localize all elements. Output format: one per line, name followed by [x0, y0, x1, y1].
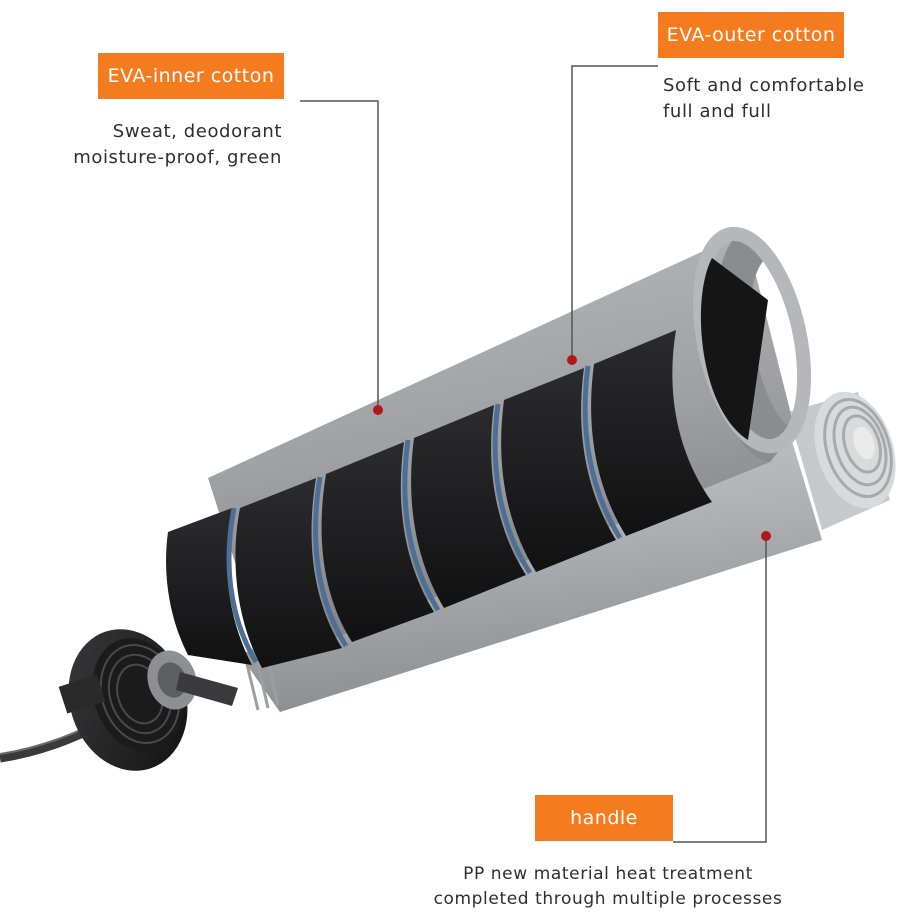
outer-cotton-description-line: Soft and comfortable [663, 75, 865, 96]
inner-cotton-leader [300, 100, 379, 410]
eva-inner-cotton-stripes [226, 365, 623, 664]
handle-description: PP new material heat treatment completed… [398, 862, 818, 912]
outer-cotton-label-text: EVA-outer cotton [666, 24, 836, 46]
inner-cotton-marker-dot [373, 405, 383, 415]
outer-cotton-description-line: full and full [663, 101, 772, 122]
handle-leader [673, 536, 767, 843]
handle-label-text: handle [570, 807, 638, 829]
outer-cotton-label: EVA-outer cotton [658, 12, 844, 58]
handle-description-line: completed through multiple processes [433, 889, 783, 909]
inner-cotton-label: EVA-inner cotton [98, 53, 284, 99]
outer-cotton-description: Soft and comfortable full and full [663, 73, 865, 125]
inner-cotton-description-line: Sweat, deodorant [112, 121, 282, 142]
handle-description-line: PP new material heat treatment [463, 864, 753, 884]
bearing-cap [58, 629, 238, 771]
handle-marker-dot [761, 531, 771, 541]
handle-label: handle [535, 795, 673, 841]
eva-inner-foam-segments [166, 330, 712, 668]
outer-cotton-marker-dot [567, 355, 577, 365]
outer-cotton-leader [571, 65, 658, 360]
inner-cotton-description: Sweat, deodorant moisture-proof, green [73, 119, 282, 171]
inner-cotton-label-text: EVA-inner cotton [107, 65, 275, 87]
inner-cotton-description-line: moisture-proof, green [73, 147, 282, 168]
